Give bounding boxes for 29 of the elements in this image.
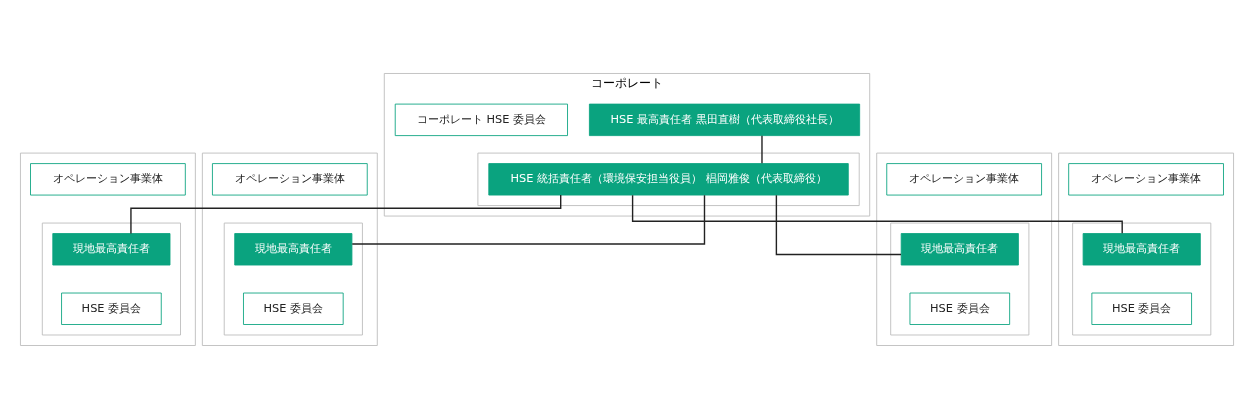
connector [351,194,706,245]
cluster [1072,222,1212,335]
node-box: オペレーション事業体 [886,162,1042,195]
node-box: 現地最高責任者 [900,232,1019,265]
node-box: オペレーション事業体 [30,162,186,195]
connector [775,194,902,255]
connector [130,193,562,234]
node-box: オペレーション事業体 [212,162,368,195]
cluster [201,152,378,346]
node-box: HSE 委員会 [1091,292,1192,325]
node-box: HSE 委員会 [61,292,162,325]
cluster [890,222,1030,335]
cluster [223,222,363,335]
connector [631,194,1123,234]
cluster [876,152,1053,346]
cluster [1058,152,1234,346]
node-box: 現地最高責任者 [1082,232,1201,265]
cluster [41,222,181,335]
node-box: 現地最高責任者 [234,232,353,265]
node-box: HSE 最高責任者 黒田直樹（代表取締役社長） [588,103,861,136]
node-box: コーポレート HSE 委員会 [394,103,568,136]
node-box: HSE 委員会 [909,292,1011,325]
node-box: オペレーション事業体 [1068,162,1224,195]
node-box: HSE 統括責任者（環境保安担当役員） 椙岡雅俊（代表取締役） [488,162,849,195]
node-box: HSE 委員会 [243,292,344,325]
cluster [20,152,196,346]
node-box: 現地最高責任者 [52,232,171,265]
connector [761,134,763,164]
cluster [477,152,860,206]
